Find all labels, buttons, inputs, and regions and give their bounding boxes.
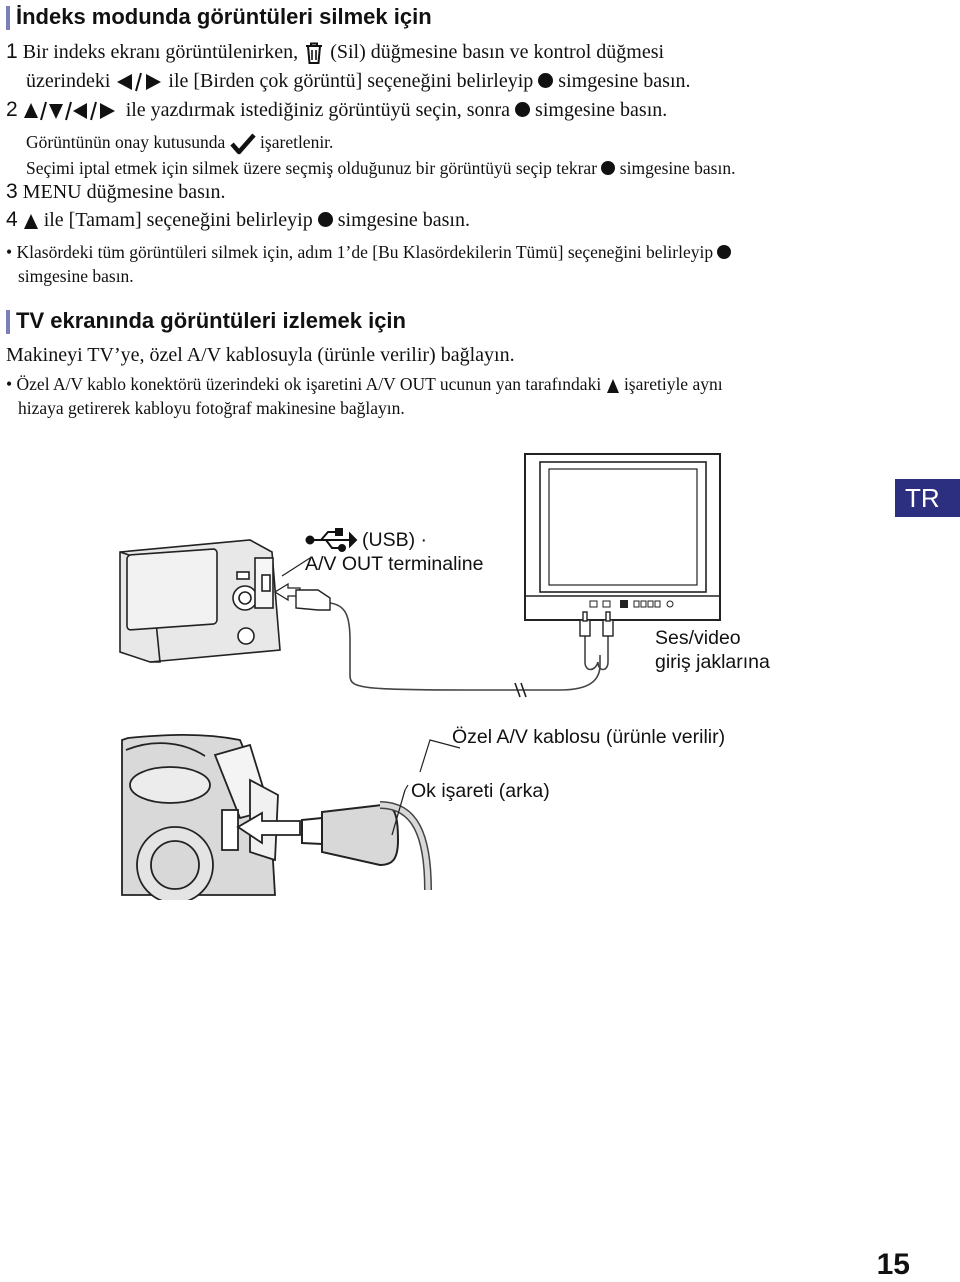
step-2-note-2: Seçimi iptal etmek için silmek üzere seç… [26,158,736,178]
up-arrow-icon [606,378,619,393]
jacks-label-1: Ses/video [655,627,741,649]
step-1-line-2: üzerindeki ile [Birden çok görüntü] seçe… [26,70,691,92]
tv-illustration [524,453,721,621]
step-1-line-1: 1 Bir indeks ekranı görüntülenirken, (Si… [6,40,664,65]
leader-line-arrow [404,784,409,791]
av-plug-large [301,789,432,891]
av-out-label: A/V OUT terminaline [305,553,484,575]
center-button-dot-icon [515,102,531,117]
folder-delete-bullet-line-2: simgesine basın. [18,266,134,286]
center-button-dot-icon [601,161,616,175]
four-way-arrows-icon [23,102,115,121]
check-mark-icon [229,133,256,155]
section-title-delete: İndeks modunda görüntüleri silmek için [16,4,432,29]
step-3-line: 3 MENU düğmesine basın. [6,180,226,203]
section-marker [6,6,10,30]
leader-line-av-out [281,557,311,577]
connection-diagram [119,453,721,900]
center-button-dot-icon [717,245,732,259]
section-title-tv: TV ekranında görüntüleri izlemek için [16,308,406,333]
step-4-line: 4 ile [Tamam] seçeneğini belirleyip simg… [6,208,470,231]
language-tab: TR [895,479,960,517]
page-number: 15 [876,1248,910,1281]
tv-intro: Makineyi TV’ye, özel A/V kablosuyla (ürü… [6,344,515,366]
step-2-note-1: Görüntünün onay kutusunda işaretlenir. [26,130,333,155]
av-plug-small [295,589,331,611]
center-button-dot-icon [317,212,333,227]
step-number: 4 [6,208,18,231]
usb-label: (USB) · [362,529,427,551]
step-number: 3 [6,180,18,203]
left-right-arrows-icon [117,73,162,92]
cable-label: Özel A/V kablosu (ürünle verilir) [452,726,726,748]
arrow-mark-label: Ok işareti (arka) [411,780,550,802]
insert-arrow-large [236,811,301,845]
trash-icon [306,42,323,65]
tv-bullet-line-1: • Özel A/V kablo konektörü üzerindeki ok… [6,374,723,394]
center-button-dot-icon [538,73,554,88]
camera-closeup [121,733,279,900]
section-marker [6,310,10,334]
up-arrow-icon [23,214,38,230]
step-2-line-1: 2 ile yazdırmak istediğiniz görüntüyü se… [6,98,668,121]
step-number: 2 [6,98,18,121]
usb-icon [305,528,358,552]
jacks-label-2: giriş jaklarına [655,651,770,673]
tv-bullet-line-2: hizaya getirerek kabloyu fotoğraf makine… [18,398,405,418]
leader-line-cable [419,739,461,773]
rca-plugs [579,611,614,637]
av-cable [329,602,609,698]
camera-illustration [119,539,281,663]
folder-delete-bullet-line-1: • Klasördeki tüm görüntüleri silmek için… [6,240,732,264]
step-number: 1 [6,40,18,63]
